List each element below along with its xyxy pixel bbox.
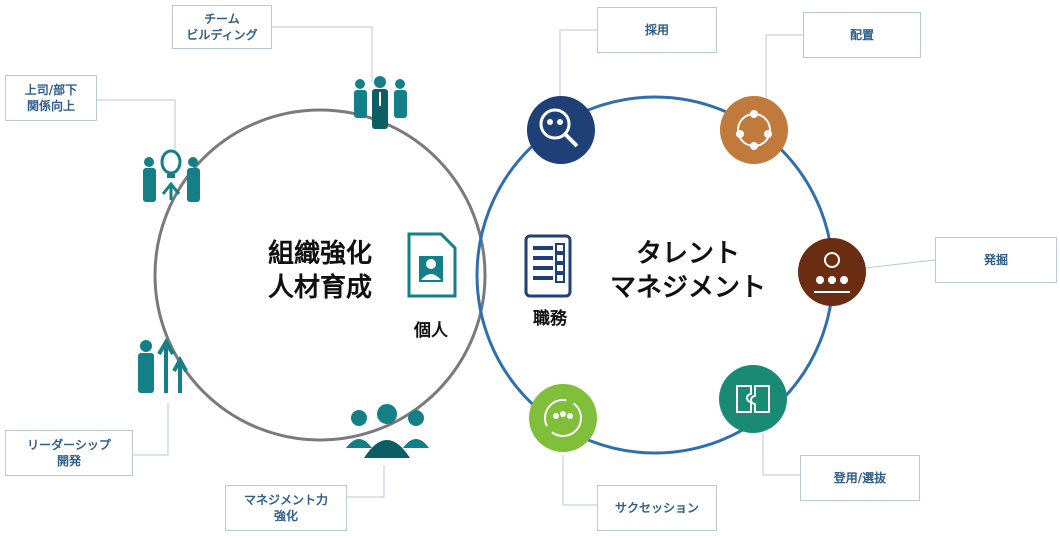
- left-ring-title: 組織強化 人材育成: [267, 239, 372, 303]
- label-placement: 配置: [803, 12, 921, 58]
- duty-label: 職務: [533, 309, 567, 329]
- discover-bulb-icon: [798, 238, 866, 306]
- label-recruitment: 採用: [597, 7, 717, 53]
- puzzle-icon: [719, 365, 787, 433]
- succession-cycle-icon: [529, 384, 597, 452]
- right-connectors: [559, 29, 936, 506]
- team-people-icon: [354, 76, 407, 129]
- individual-label: 個人: [414, 321, 448, 341]
- leader-group-icon: [346, 404, 429, 458]
- label-boss-subordinate: 上司/部下 関係向上: [5, 75, 97, 121]
- label-discovery: 発掘: [935, 237, 1057, 283]
- label-management: マネジメント力 強化: [225, 485, 347, 531]
- checklist-icon: [524, 234, 572, 298]
- label-leadership: リーダーシップ 開発: [5, 430, 133, 476]
- growth-arrows-icon: [138, 338, 188, 393]
- right-ring-title: タレント マネジメント: [609, 239, 766, 303]
- left-connectors: [97, 26, 385, 498]
- label-promotion: 登用/選抜: [800, 455, 920, 501]
- idea-collaboration-icon: [143, 149, 200, 202]
- label-team-building: チーム ビルディング: [172, 5, 272, 49]
- employee-profile-icon: [407, 232, 457, 298]
- left-ring: [153, 108, 487, 442]
- recruit-search-icon: [527, 96, 595, 164]
- placement-network-icon: [720, 96, 788, 164]
- label-succession: サクセッション: [597, 485, 717, 531]
